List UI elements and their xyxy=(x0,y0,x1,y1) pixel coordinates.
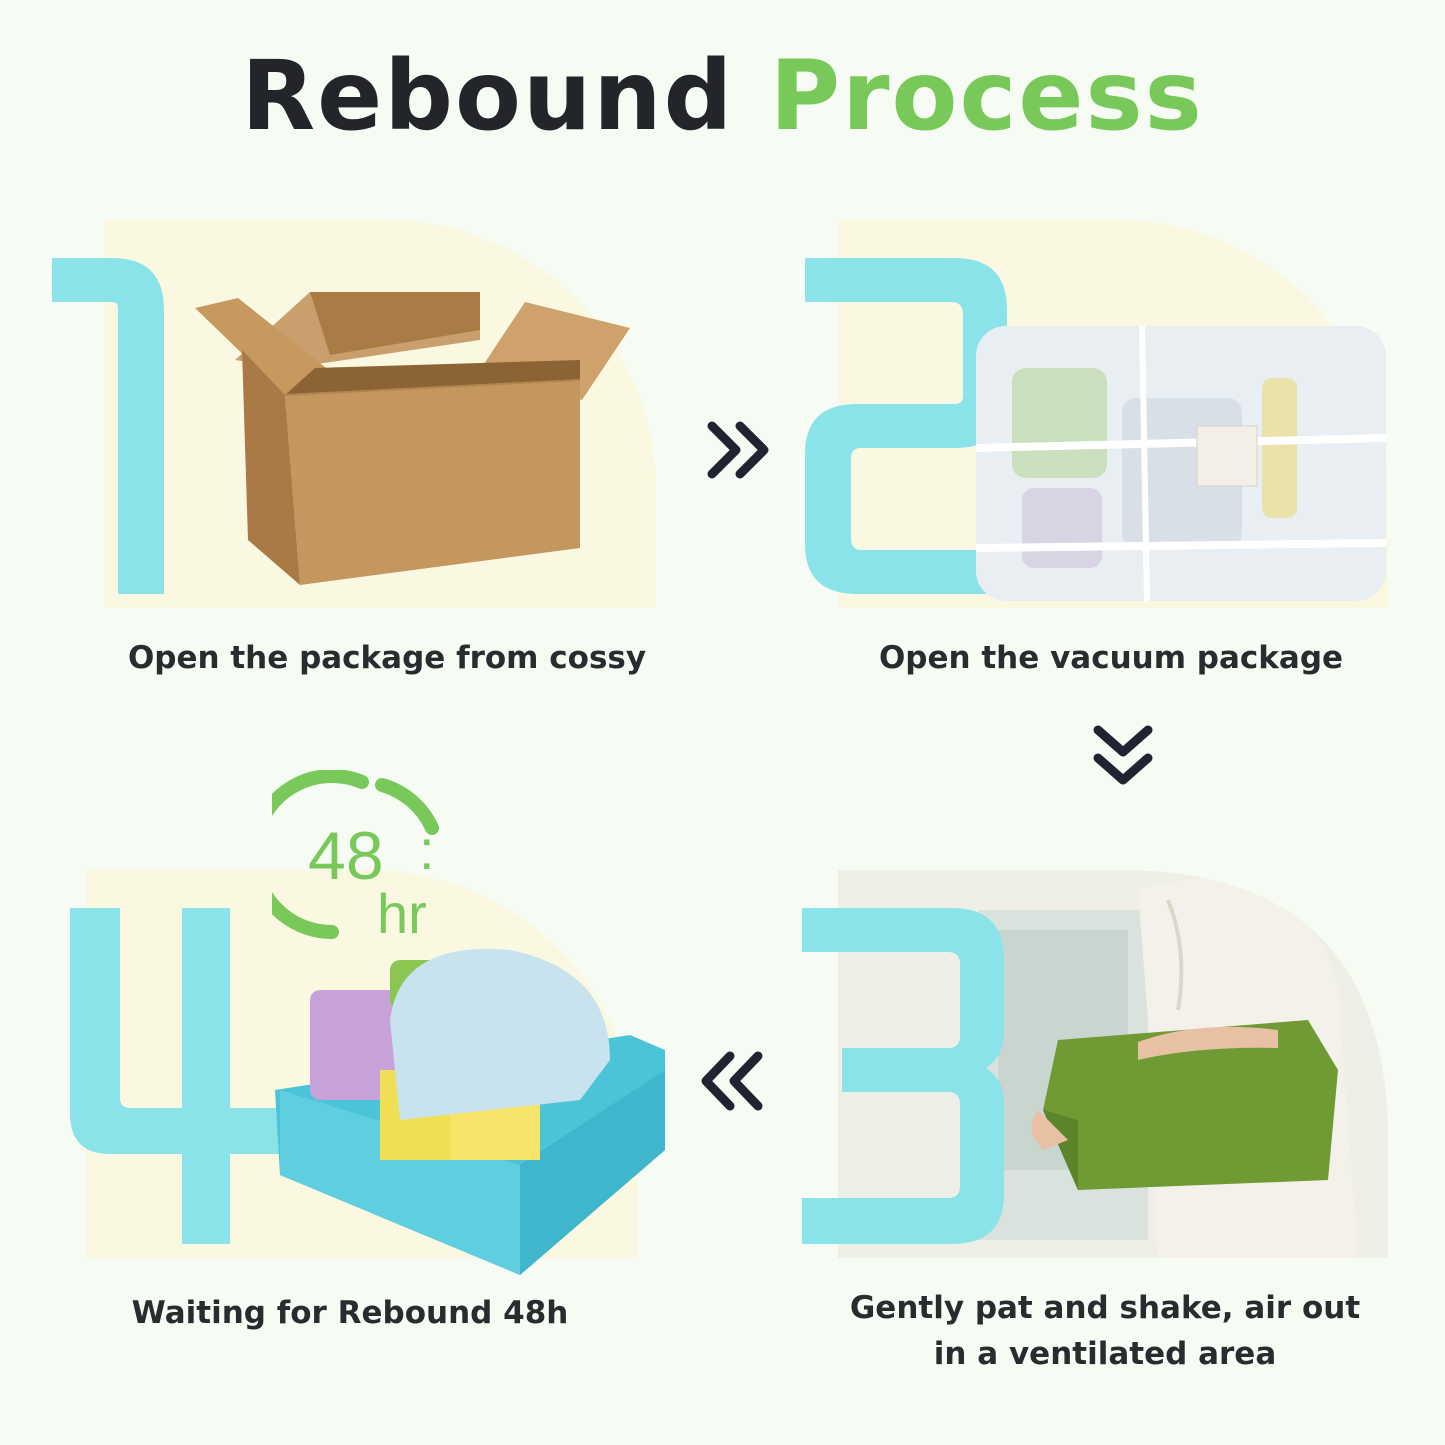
double-chevron-left-icon xyxy=(701,1051,763,1111)
timer-unit: hr xyxy=(377,882,427,945)
timer-value: 48 xyxy=(308,818,384,894)
title-part-accent: Process xyxy=(769,40,1204,152)
step-3-label-line-2: in a ventilated area xyxy=(933,1336,1277,1372)
step-3-label-line-1: Gently pat and shake, air out xyxy=(849,1290,1361,1326)
vacuum-package-image xyxy=(975,325,1387,602)
double-chevron-down-icon xyxy=(1093,725,1153,785)
double-chevron-right-icon xyxy=(707,421,769,479)
step-3-label: Gently pat and shake, air out in a venti… xyxy=(800,1285,1410,1377)
foam-play-set-image xyxy=(275,948,665,1275)
step-3-digit xyxy=(802,908,1004,1244)
step-2-digit xyxy=(805,258,1007,594)
cardboard-box-image xyxy=(195,292,630,585)
step-4-digit xyxy=(70,908,280,1244)
step-1-digit xyxy=(52,258,164,594)
page-title: Rebound Process xyxy=(0,40,1445,152)
step-4-label: Waiting for Rebound 48h xyxy=(131,1295,569,1331)
timer-icon xyxy=(272,770,439,939)
timer-separator: : xyxy=(419,818,435,881)
step-2-label: Open the vacuum package xyxy=(878,640,1344,676)
title-part-dark: Rebound xyxy=(241,40,735,152)
step-1-label: Open the package from cossy xyxy=(127,640,647,676)
